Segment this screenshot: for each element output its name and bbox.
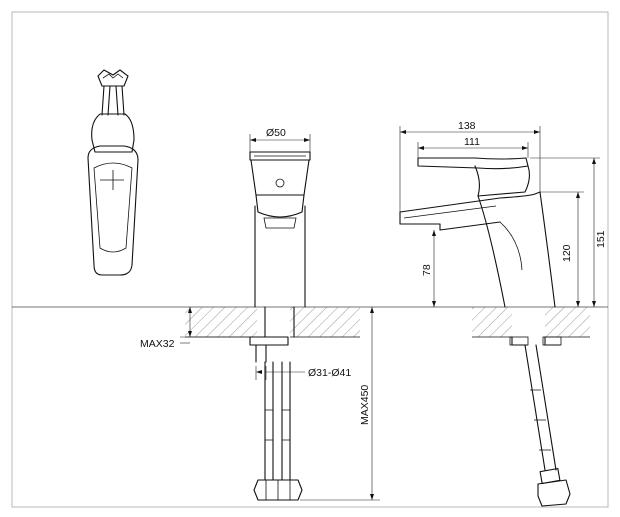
- dim-overall-depth: 138: [399, 120, 541, 212]
- max-deck-thickness-label: MAX32: [140, 338, 175, 350]
- spout-height-label: 78: [421, 264, 433, 276]
- dim-spout-height: 78: [421, 230, 436, 307]
- height-to-lever-label: 120: [561, 244, 573, 262]
- dim-height-to-lever: 120: [540, 191, 584, 307]
- dim-spout-reach: 111: [417, 136, 529, 158]
- overall-height-label: 151: [595, 230, 607, 248]
- front-view: [249, 151, 311, 501]
- dim-max-hose-length: MAX450: [300, 307, 380, 501]
- drawing-frame: [11, 11, 609, 508]
- dim-mounting-hole: Ø31-Ø41: [255, 366, 351, 380]
- spout-reach-label: 111: [464, 136, 480, 148]
- mounting-hole-label: Ø31-Ø41: [308, 367, 351, 379]
- dim-outlet-diameter: Ø50: [249, 127, 311, 152]
- side-view: [87, 69, 139, 276]
- profile-view: [399, 157, 571, 507]
- outlet-diameter-label: Ø50: [266, 127, 286, 139]
- dim-overall-height: 151: [530, 157, 607, 307]
- deck-hatching: [185, 307, 590, 338]
- dim-max-deck-thickness: MAX32: [140, 307, 250, 350]
- max-hose-length-label: MAX450: [359, 385, 371, 425]
- overall-depth-label: 138: [458, 120, 476, 132]
